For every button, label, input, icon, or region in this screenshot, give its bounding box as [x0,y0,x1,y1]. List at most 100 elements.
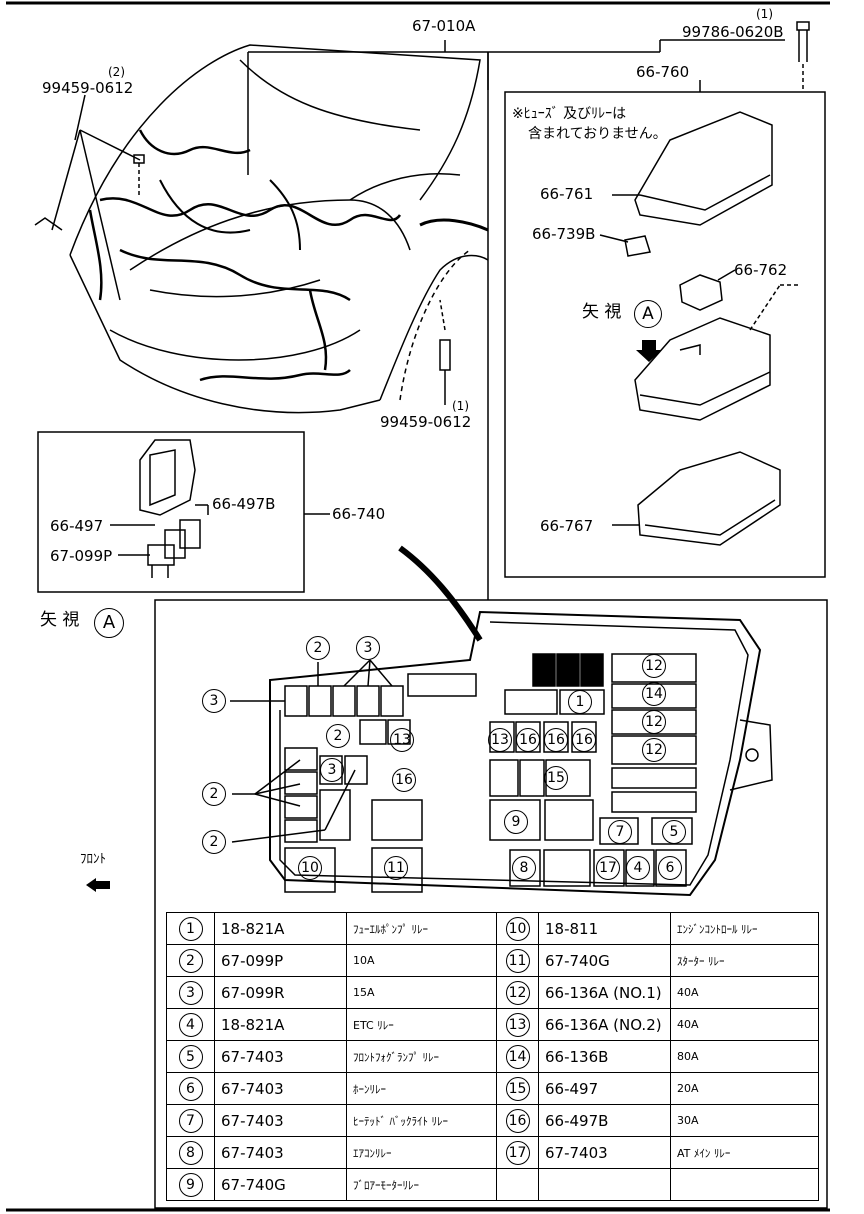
label-bolt-lower: 99459-0612 [380,413,472,431]
row-number-cell: 7 [166,1104,215,1137]
callout-9: 9 [504,810,528,834]
callout-2-lower: 2 [202,830,226,854]
callout-7: 7 [608,820,632,844]
callout-10: 10 [298,856,322,880]
callout-5: 5 [662,820,686,844]
part-description: ETC ﾘﾚｰ [346,1008,497,1041]
callout-3-top: 3 [356,636,380,660]
part-description: ﾌﾞﾛｱｰﾓｰﾀｰﾘﾚｰ [346,1168,497,1201]
row-number-cell: 6 [166,1072,215,1105]
label-lower-cover: 66-767 [540,517,594,535]
part-number: 18-821A [214,912,347,945]
label-harness-main: 67-010A [412,17,476,35]
callout-16-a: 16 [516,728,540,752]
view-title: 矢 視 [40,610,80,630]
row-number: 17 [505,1140,530,1165]
label-bolt-qty-left: (2) [108,65,125,79]
label-puller: 66-497 [50,517,104,535]
part-number: 67-099P [214,944,347,977]
label-bolt-top: 99786-0620B [682,23,784,41]
row-number: 8 [178,1140,203,1165]
callout-2-mid: 2 [326,724,350,748]
callout-8: 8 [512,856,536,880]
row-number-cell: 12 [496,976,539,1009]
row-number: 14 [505,1044,530,1069]
callout-6: 6 [658,856,682,880]
row-number: 2 [178,948,203,973]
part-number [538,1168,671,1201]
row-number: 6 [178,1076,203,1101]
label-view: 矢 視 [582,302,622,322]
callout-15: 15 [544,766,568,790]
callout-3-mid: 3 [320,758,344,782]
label-relay-small: 66-762 [734,261,788,279]
part-number: 67-099R [214,976,347,1009]
part-number: 67-740G [538,944,671,977]
part-description: AT ﾒｲﾝ ﾘﾚｰ [670,1136,819,1169]
note-line-2: 含まれておりません。 [528,126,667,142]
part-number: 66-497B [538,1104,671,1137]
row-number-cell: 10 [496,912,539,945]
callout-3-left: 3 [202,689,226,713]
label-fuse: 67-099P [50,547,113,565]
label-box-assy: 66-760 [636,63,690,81]
row-number: 13 [505,1012,530,1037]
row-number-cell: 1 [166,912,215,945]
row-number-cell: 9 [166,1168,215,1201]
callout-13: 13 [488,728,512,752]
part-description: 80A [670,1040,819,1073]
row-number: 7 [178,1108,203,1133]
callout-13-left: 13 [390,728,414,752]
view-letter-circle: A [634,300,662,328]
row-number: 15 [505,1076,530,1101]
row-number: 10 [505,916,530,941]
part-number: 66-136B [538,1040,671,1073]
callout-11: 11 [384,856,408,880]
row-number: 12 [505,980,530,1005]
callout-17: 17 [596,856,620,880]
part-number: 67-7403 [214,1136,347,1169]
part-description: 40A [670,1008,819,1041]
part-number: 18-811 [538,912,671,945]
part-number: 67-7403 [214,1040,347,1073]
part-number: 66-497 [538,1072,671,1105]
view-title-letter-circle: A [94,608,124,638]
callout-12-b: 12 [642,710,666,734]
part-description: ﾎｰﾝﾘﾚｰ [346,1072,497,1105]
part-number: 66-136A (NO.2) [538,1008,671,1041]
row-number: 16 [505,1108,530,1133]
label-bolt-qty-top: (1) [756,7,773,21]
part-description: ﾌｭｰｴﾙﾎﾟﾝﾌﾟ ﾘﾚｰ [346,912,497,945]
callout-12-a: 12 [642,654,666,678]
front-arrow-icon [86,876,110,894]
part-number: 67-7403 [538,1136,671,1169]
row-number-cell: 15 [496,1072,539,1105]
callout-12-c: 12 [642,738,666,762]
row-number-cell: 11 [496,944,539,977]
label-bolt-qty-lower: (1) [452,399,469,413]
row-number: 4 [178,1012,203,1037]
row-number-cell: 17 [496,1136,539,1169]
row-number: 3 [178,980,203,1005]
part-number: 67-7403 [214,1072,347,1105]
row-number-cell: 3 [166,976,215,1009]
part-description: 40A [670,976,819,1009]
callout-1: 1 [568,690,592,714]
callout-16-c: 16 [572,728,596,752]
part-description: 30A [670,1104,819,1137]
callout-4: 4 [626,856,650,880]
part-description: 15A [346,976,497,1009]
row-number-cell: 16 [496,1104,539,1137]
part-description [670,1168,819,1201]
part-description: ﾌﾛﾝﾄﾌｫｸﾞﾗﾝﾌﾟ ﾘﾚｰ [346,1040,497,1073]
part-number: 66-136A (NO.1) [538,976,671,1009]
part-number: 67-7403 [214,1104,347,1137]
row-number: 11 [505,948,530,973]
